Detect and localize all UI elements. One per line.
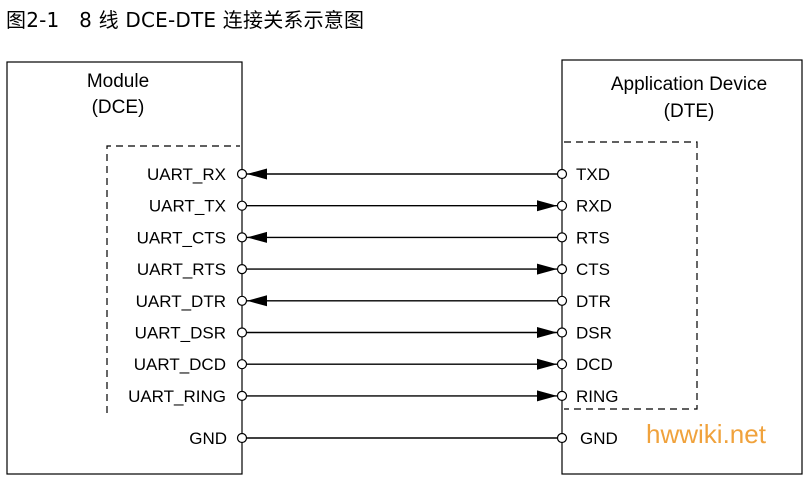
- dte-gnd-pin: [556, 432, 568, 444]
- dte-pin: [556, 390, 568, 401]
- dte-pin: [556, 359, 568, 370]
- dte-title-line2: (DTE): [664, 101, 715, 122]
- signal-row: UART_DSR DSR: [135, 324, 612, 343]
- dte-pin-label: DCD: [576, 355, 613, 374]
- dce-pin-label: UART_DCD: [134, 355, 226, 374]
- signal-row: UART_CTS RTS: [137, 228, 610, 247]
- arrow-right-icon: [537, 390, 557, 402]
- arrow-left-icon: [247, 231, 267, 243]
- signal-row: UART_DTR DTR: [136, 292, 611, 311]
- dte-pin: [556, 327, 568, 338]
- dce-pin: [236, 359, 248, 370]
- figure-title: 图2-1 8 线 DCE-DTE 连接关系示意图: [6, 8, 365, 32]
- dce-gnd-label: GND: [189, 429, 227, 448]
- dce-pin-label: UART_RX: [147, 165, 226, 184]
- dce-pin-label: UART_DSR: [135, 324, 226, 343]
- dce-pin: [236, 168, 248, 180]
- dte-gnd-label: GND: [580, 429, 618, 448]
- ground-row: GND GND: [189, 429, 618, 448]
- arrow-right-icon: [537, 200, 557, 212]
- dce-pin-label: UART_TX: [149, 197, 226, 216]
- dte-pin: [556, 295, 568, 306]
- dte-pin-label: RTS: [576, 228, 610, 247]
- dce-pin-label: UART_RING: [128, 387, 226, 406]
- dte-pin-label: DSR: [576, 324, 612, 343]
- dce-pin: [236, 232, 248, 243]
- dce-pin: [236, 295, 248, 306]
- signal-row: UART_RING RING: [128, 387, 618, 406]
- dce-pin: [236, 327, 248, 338]
- dce-title-line2: (DCE): [92, 97, 145, 118]
- arrow-left-icon: [247, 295, 267, 307]
- dte-pin-label: DTR: [576, 292, 611, 311]
- dce-pin: [236, 390, 248, 401]
- dte-pin-label: CTS: [576, 260, 610, 279]
- dce-pin-label: UART_CTS: [137, 228, 226, 247]
- dte-pin: [556, 232, 568, 243]
- dce-gnd-pin: [236, 432, 248, 444]
- dce-pin: [236, 200, 248, 211]
- dce-title-line1: Module: [87, 71, 149, 92]
- dte-pin-label: RING: [576, 387, 619, 406]
- dte-pin-label: TXD: [576, 165, 610, 184]
- signal-row: UART_RTS CTS: [137, 260, 610, 279]
- arrow-left-icon: [247, 168, 267, 180]
- dte-pin: [556, 200, 568, 211]
- signal-row: UART_DCD DCD: [134, 355, 613, 374]
- signal-row: UART_RX TXD: [147, 165, 610, 184]
- signal-rows: UART_RX TXD UART_TX RXD UART_CTS RTS UART_RTS C…: [128, 165, 618, 406]
- dte-pin: [556, 264, 568, 275]
- dce-pin-label: UART_DTR: [136, 292, 226, 311]
- dte-title-line1: Application Device: [611, 74, 767, 95]
- arrow-right-icon: [537, 358, 557, 370]
- dte-pin: [556, 168, 568, 180]
- signal-row: UART_TX RXD: [149, 197, 612, 216]
- watermark: hwwiki.net: [646, 419, 767, 449]
- arrow-right-icon: [537, 327, 557, 338]
- dce-uart-dashed-region: [106, 145, 240, 413]
- dte-pin-label: RXD: [576, 197, 612, 216]
- arrow-right-icon: [537, 263, 557, 275]
- dce-pin-label: UART_RTS: [137, 260, 226, 279]
- dce-pin: [236, 264, 248, 275]
- dte-uart-dashed-region: [564, 141, 698, 410]
